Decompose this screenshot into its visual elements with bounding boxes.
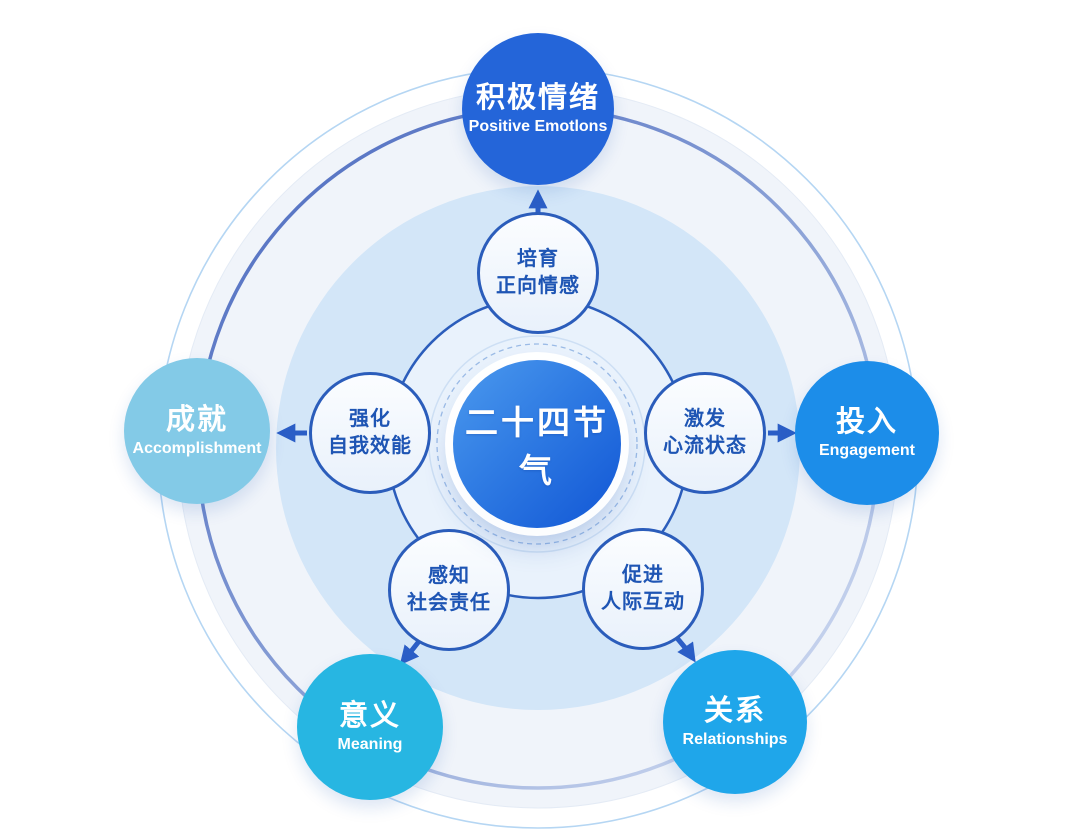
node-strengthen-self-efficacy: 强化 自我效能: [309, 372, 431, 494]
node-ignite-flow-state-line1: 激发: [684, 408, 726, 430]
node-engagement-zh: 投入: [835, 405, 898, 438]
node-meaning-zh: 意义: [338, 699, 401, 732]
node-relationships-en: Relationships: [682, 731, 788, 749]
node-cultivate-positive-affect-line2: 正向情感: [496, 275, 580, 297]
node-accomplishment-en: Accomplishment: [132, 440, 262, 458]
node-meaning: 意义 Meaning: [297, 654, 443, 800]
node-strengthen-self-efficacy-line1: 强化: [349, 408, 391, 430]
node-cultivate-positive-affect: 培育 正向情感: [477, 212, 599, 334]
node-relationships-zh: 关系: [703, 694, 766, 727]
center-halo-ring-dashed: [436, 343, 638, 545]
node-engagement: 投入 Engagement: [795, 361, 939, 505]
node-strengthen-self-efficacy-line2: 自我效能: [328, 435, 412, 457]
node-ignite-flow-state: 激发 心流状态: [644, 372, 766, 494]
center-title: 二十四节气: [465, 404, 609, 489]
node-perceive-social-responsibility-line1: 感知: [428, 565, 470, 587]
node-positive-emotions: 积极情绪 Positive Emotlons: [462, 33, 614, 185]
node-ignite-flow-state-line2: 心流状态: [663, 435, 747, 457]
node-engagement-en: Engagement: [818, 442, 915, 460]
arrow-relationships: [675, 636, 696, 663]
node-perceive-social-responsibility: 感知 社会责任: [388, 529, 510, 651]
node-positive-emotions-zh: 积极情绪: [475, 81, 600, 114]
node-cultivate-positive-affect-line1: 培育: [517, 248, 559, 270]
node-promote-interpersonal-interaction-line2: 人际互动: [601, 591, 685, 613]
node-accomplishment-zh: 成就: [165, 403, 228, 436]
node-positive-emotions-en: Positive Emotlons: [468, 118, 608, 136]
node-meaning-en: Meaning: [337, 736, 403, 754]
node-perceive-social-responsibility-line2: 社会责任: [407, 592, 491, 614]
node-center-24-solar-terms: 二十四节气: [453, 360, 621, 528]
node-accomplishment: 成就 Accomplishment: [124, 358, 270, 504]
node-promote-interpersonal-interaction: 促进 人际互动: [582, 528, 704, 650]
node-relationships: 关系 Relationships: [663, 650, 807, 794]
node-promote-interpersonal-interaction-line1: 促进: [622, 564, 664, 586]
